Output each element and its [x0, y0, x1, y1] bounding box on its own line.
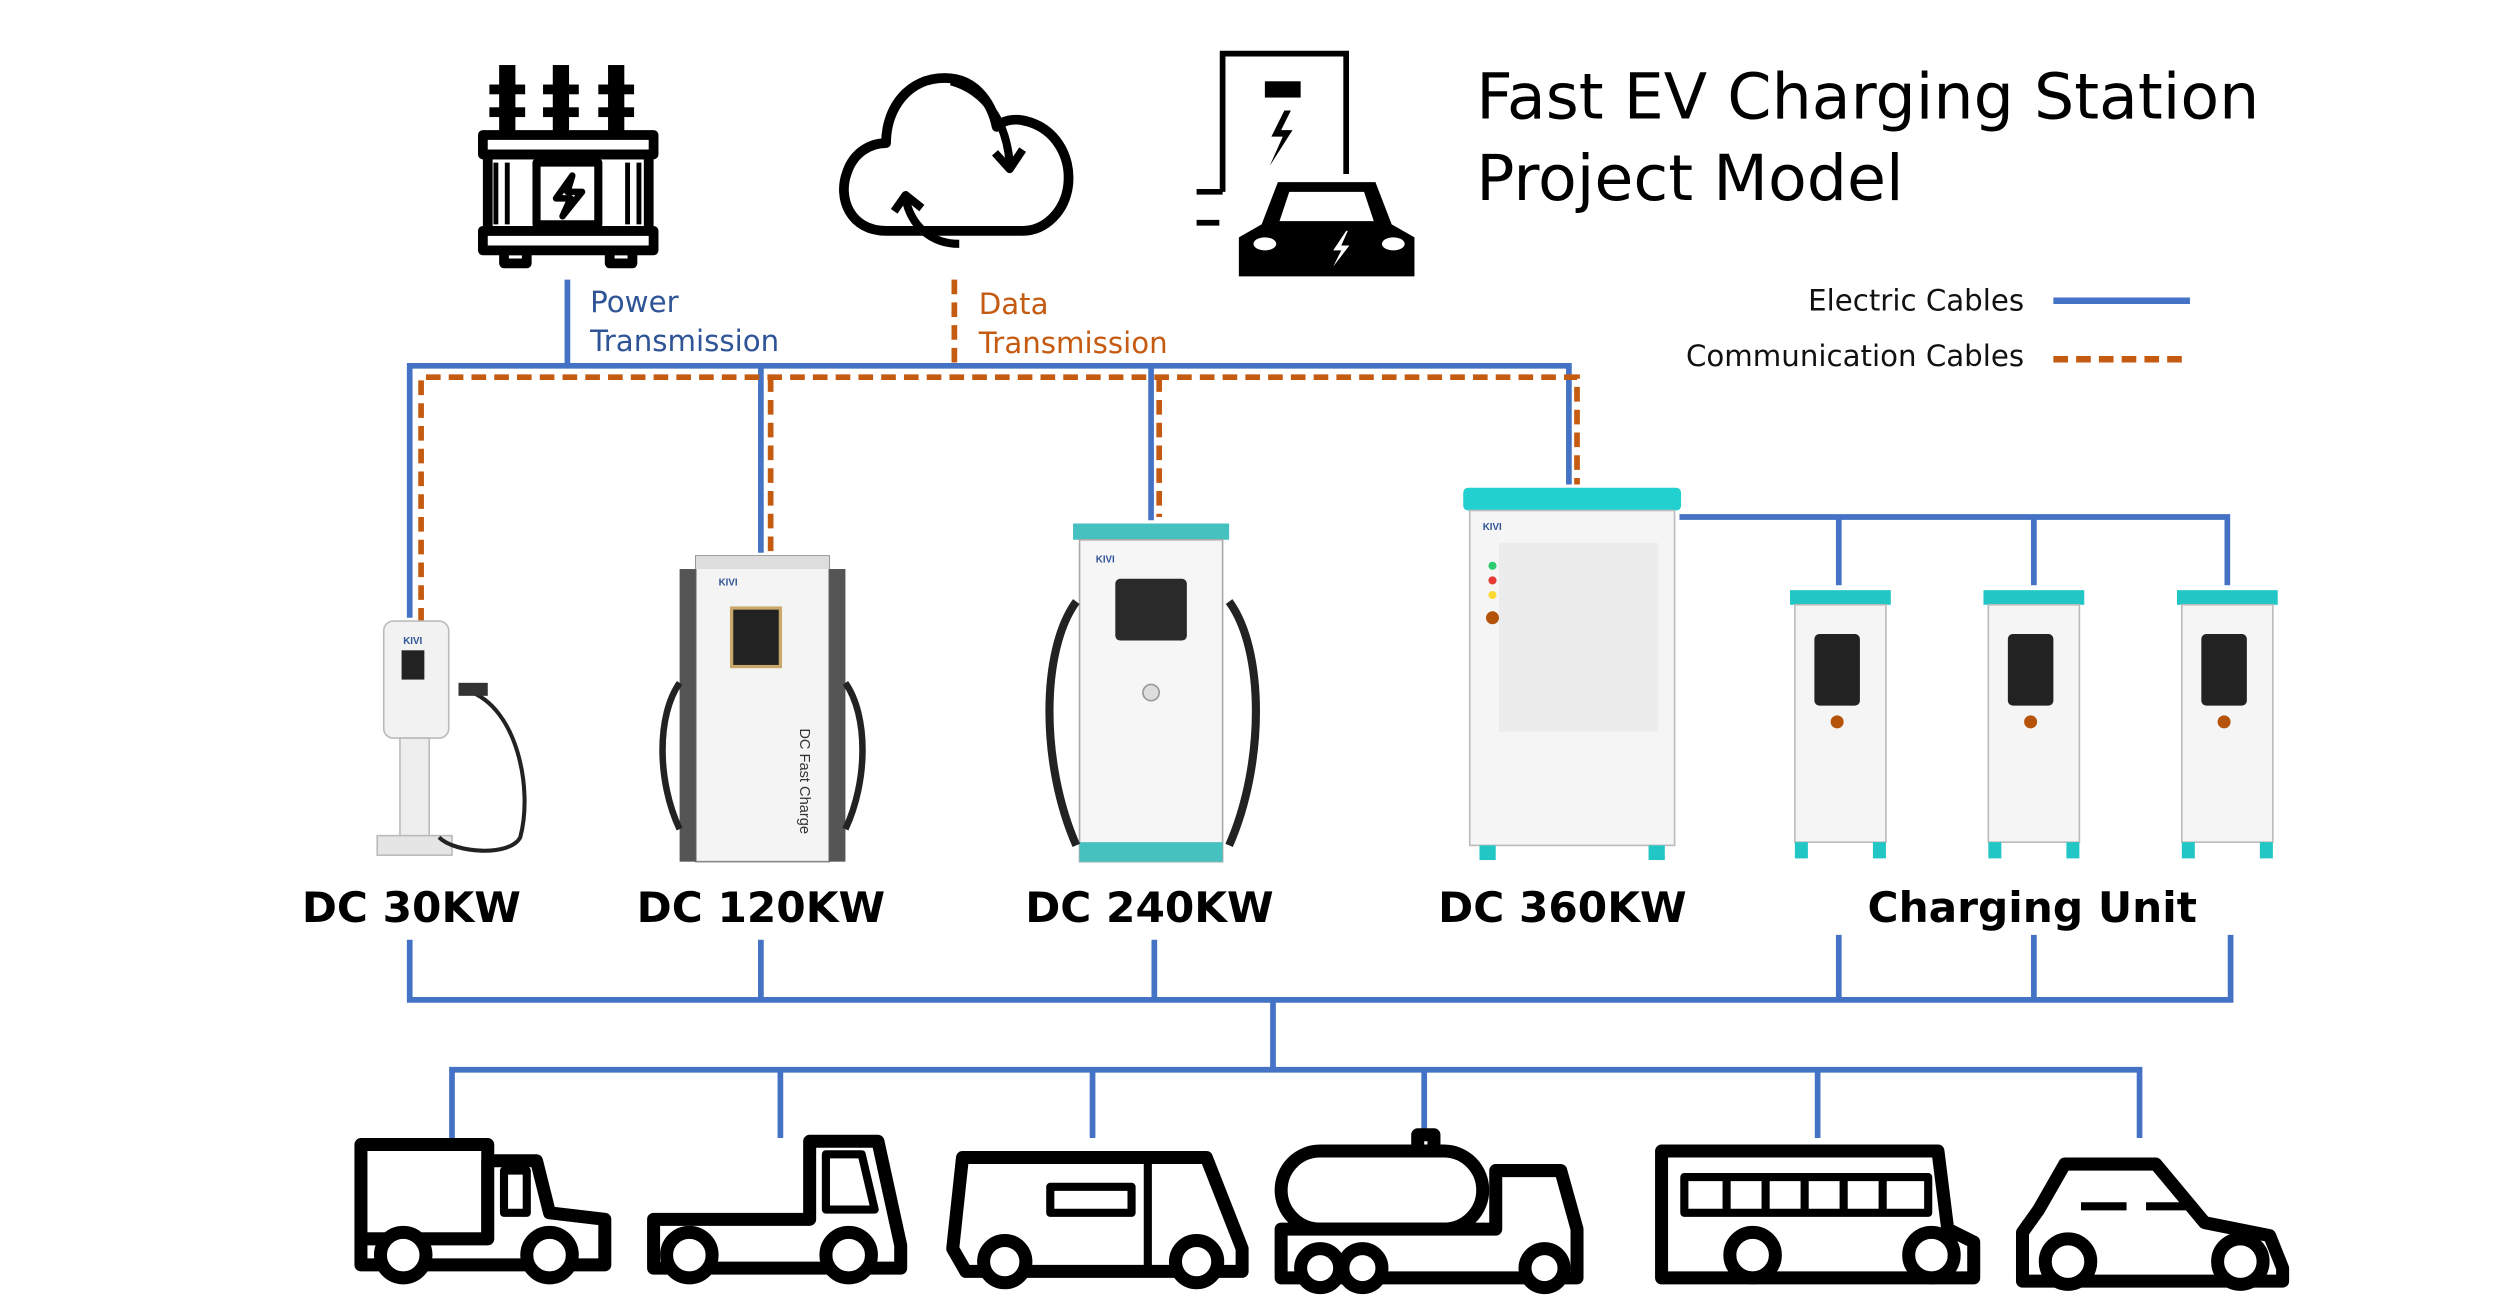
communication-cable-bus-top: [418, 374, 1580, 623]
label-dc-120kw: DC 120KW: [637, 883, 885, 932]
charger-dc-360kw: KIVI: [1463, 487, 1682, 861]
charger-dc-120kw: KIVI DC Fast Charge: [659, 555, 866, 863]
charging-unit-3: [2176, 590, 2278, 859]
transformer-icon: [477, 65, 659, 269]
power-label-line-2: Transmission: [589, 324, 779, 358]
label-charging-unit: Charging Unit: [1868, 883, 2197, 932]
electric-cable-bus-bottom: [406, 934, 2234, 1139]
label-dc-240kw: DC 240KW: [1025, 883, 1273, 932]
data-label-line-2: Transmission: [978, 326, 1168, 360]
data-label-line-1: Data: [979, 287, 1049, 321]
box-truck-icon: [354, 1138, 612, 1285]
title-line-1: Fast EV Charging Station: [1476, 60, 2259, 134]
rv-camper-icon: [946, 1151, 1249, 1290]
charging-unit-1: [1790, 590, 1891, 859]
ev-charging-car-icon: [1196, 50, 1415, 277]
charger-dc-240kw: KIVI: [1045, 523, 1260, 863]
electric-cable-bus-top: [406, 362, 1572, 618]
brand-logo: KIVI: [1483, 522, 1502, 533]
charger-dc-30kw: KIVI: [376, 620, 527, 856]
title-line-2: Project Model: [1476, 141, 1903, 215]
bus-icon: [1655, 1144, 1981, 1285]
electric-cable-360-to-units: [1679, 514, 2231, 586]
dc-fast-charge-label: DC Fast Charge: [796, 728, 812, 834]
pickup-truck-icon: [647, 1134, 908, 1285]
cloud-sync-icon: [839, 73, 1074, 248]
legend-communication-label: Communication Cables: [1686, 339, 2024, 373]
tanker-truck-icon: [1274, 1128, 1584, 1295]
label-dc-360kw: DC 360KW: [1438, 883, 1686, 932]
charging-unit-2: [1983, 590, 2085, 859]
label-dc-30kw: DC 30KW: [302, 883, 521, 932]
legend-electric-label: Electric Cables: [1808, 284, 2024, 318]
brand-logo: KIVI: [1096, 555, 1115, 566]
brand-logo: KIVI: [719, 577, 738, 588]
power-label-line-1: Power: [590, 285, 679, 319]
car-icon: [2015, 1157, 2290, 1291]
brand-logo: KIVI: [403, 636, 422, 647]
